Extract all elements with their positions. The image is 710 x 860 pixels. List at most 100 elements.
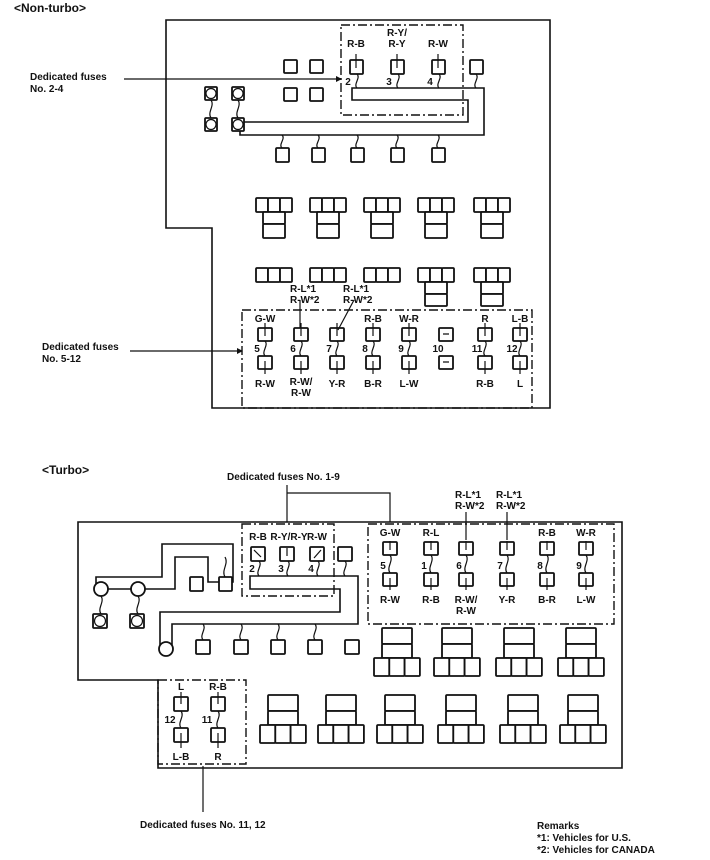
wire-color-label-bottom: B-R bbox=[364, 379, 383, 390]
fuse-number: 7 bbox=[326, 344, 332, 355]
fuse-number: 4 bbox=[308, 564, 314, 575]
terminal-icon bbox=[307, 639, 323, 655]
fuse-number: 3 bbox=[278, 564, 284, 575]
wire-color-label: R-Y/R-Y bbox=[270, 532, 308, 543]
fuse-1: R-L 1R-B bbox=[421, 528, 440, 606]
wire-color-label: R-W bbox=[307, 532, 328, 543]
relay-icon bbox=[317, 694, 365, 744]
wire-color-label-bottom: R-B bbox=[422, 595, 440, 606]
wire-color-label-bottom: R-W/ bbox=[290, 377, 313, 388]
fuse-number: 7 bbox=[497, 561, 503, 572]
relay-icon bbox=[363, 267, 401, 283]
fuse-8: R-B8B-R bbox=[537, 528, 556, 606]
nt-relay-label-1b: R-W*2 bbox=[290, 295, 320, 306]
terminal-icon bbox=[270, 639, 286, 655]
wire-color-label: R-B bbox=[347, 39, 365, 50]
relay-icon bbox=[559, 694, 607, 744]
wire-color-label-top: L bbox=[178, 682, 184, 693]
callout-nonturbo-5-12-line2: No. 5-12 bbox=[42, 354, 81, 365]
fuse-number: 12 bbox=[506, 344, 518, 355]
fuse-4: R-W 4 bbox=[307, 532, 328, 577]
wire-color-label-bottom: R-W/ bbox=[455, 595, 478, 606]
wire-color-label-bottom: Y-R bbox=[329, 379, 346, 390]
turbo-title: <Turbo> bbox=[42, 463, 89, 477]
wire-color-label-bottom: B-R bbox=[538, 595, 557, 606]
relay-icon bbox=[255, 267, 293, 283]
fuse-number: 8 bbox=[537, 561, 543, 572]
terminal-icon bbox=[344, 639, 360, 655]
fuse-number: 11 bbox=[472, 344, 483, 355]
nonturbo-relay-wire-labels: R-L*1 R-W*2 R-L*1 R-W*2 bbox=[290, 284, 373, 306]
wire-color-label-top: R-B bbox=[364, 314, 382, 325]
wire-color-label-bottom: L bbox=[517, 379, 523, 390]
turbo-block bbox=[77, 521, 623, 769]
fuse-4: 4R-W bbox=[427, 39, 449, 89]
remark-note-1: *1: Vehicles for U.S. bbox=[537, 833, 631, 844]
relay-icon bbox=[473, 267, 511, 307]
nonturbo-dedicated-fuses-2-4: 2R-B3R-Y/R-Y4R-W bbox=[345, 28, 449, 89]
fuse-number: 6 bbox=[290, 344, 296, 355]
remark-note-2: *2: Vehicles for CANADA bbox=[537, 845, 655, 856]
fusible-link-icon bbox=[136, 595, 140, 615]
wire-color-label-bottom: R-W bbox=[291, 388, 312, 399]
fuse-number: 1 bbox=[421, 561, 427, 572]
relay-icon bbox=[363, 197, 401, 239]
wire-color-label-top: R-L bbox=[423, 528, 440, 539]
fuse-number: 9 bbox=[576, 561, 582, 572]
fuse-number: 6 bbox=[456, 561, 462, 572]
turbo-dedicated-fuses-2-4: R-B 2 R-Y/R-Y 3 R-W 4 bbox=[249, 532, 328, 577]
relay-icon bbox=[259, 694, 307, 744]
fuse-number: 12 bbox=[164, 715, 176, 726]
nt-relay-label-2b: R-W*2 bbox=[343, 295, 373, 306]
fuse-3: R-Y/R-Y 3 bbox=[270, 532, 308, 577]
fuse-2: R-B 2 bbox=[249, 532, 267, 577]
fuse-number: 3 bbox=[386, 77, 392, 88]
fuse-number: 10 bbox=[432, 344, 444, 355]
fuse-number: 5 bbox=[380, 561, 386, 572]
fuse-9: W-R9L-W bbox=[576, 528, 597, 606]
wire-color-label-top: R-B bbox=[209, 682, 227, 693]
terminal-icon bbox=[275, 147, 290, 163]
wire-color-label-top: W-R bbox=[399, 314, 420, 325]
terminal-icon bbox=[311, 147, 326, 163]
fuse-number: 4 bbox=[427, 77, 433, 88]
wire-color-label-bottom: R bbox=[214, 752, 222, 763]
callout-turbo-1-9: Dedicated fuses No. 1-9 bbox=[227, 472, 340, 483]
wire-color-label-bottom: R-B bbox=[476, 379, 494, 390]
t-relay-label-1b: R-W*2 bbox=[455, 501, 485, 512]
callout-turbo-11-12: Dedicated fuses No. 11, 12 bbox=[140, 820, 266, 831]
wire-color-label-bottom: L-B bbox=[173, 752, 190, 763]
relay-icon bbox=[417, 197, 455, 239]
fuse-number: 2 bbox=[249, 564, 255, 575]
fuse-7: 7Y-R bbox=[326, 323, 346, 390]
callout-nonturbo-5-12-line1: Dedicated fuses bbox=[42, 342, 119, 353]
relay-icon bbox=[373, 627, 421, 677]
spare-terminal-icon bbox=[309, 59, 324, 74]
spare-terminal-icon bbox=[309, 87, 324, 102]
remarks-title: Remarks bbox=[537, 821, 580, 832]
spare-terminal-icon bbox=[189, 576, 204, 592]
terminal-icon bbox=[218, 576, 233, 592]
wire-color-label-bottom: L-W bbox=[400, 379, 419, 390]
relay-icon bbox=[309, 197, 347, 239]
fuse-10: 10 bbox=[432, 327, 454, 370]
fusible-link-icon bbox=[99, 595, 103, 615]
wire-color-label: R-B bbox=[249, 532, 267, 543]
wire-color-label-bottom: Y-R bbox=[499, 595, 516, 606]
terminal-icon bbox=[337, 546, 353, 562]
wire-color-label-top: G-W bbox=[380, 528, 401, 539]
nt-relay-label-1a: R-L*1 bbox=[290, 284, 317, 295]
nonturbo-spare-terminals bbox=[204, 59, 484, 132]
fuse-5: G-W5R-W bbox=[254, 314, 276, 390]
relay-icon bbox=[495, 627, 543, 677]
fuse-7: 7Y-R bbox=[497, 541, 516, 606]
wire-color-label: R-Y/ bbox=[387, 28, 407, 39]
wire-color-label-bottom: R-W bbox=[380, 595, 401, 606]
fuse-8: R-B 8B-R bbox=[362, 314, 382, 390]
turbo-relay-rows bbox=[259, 627, 607, 744]
fuse-number: 9 bbox=[398, 344, 404, 355]
fuse-number: 5 bbox=[254, 344, 260, 355]
fuse-number: 8 bbox=[362, 344, 368, 355]
